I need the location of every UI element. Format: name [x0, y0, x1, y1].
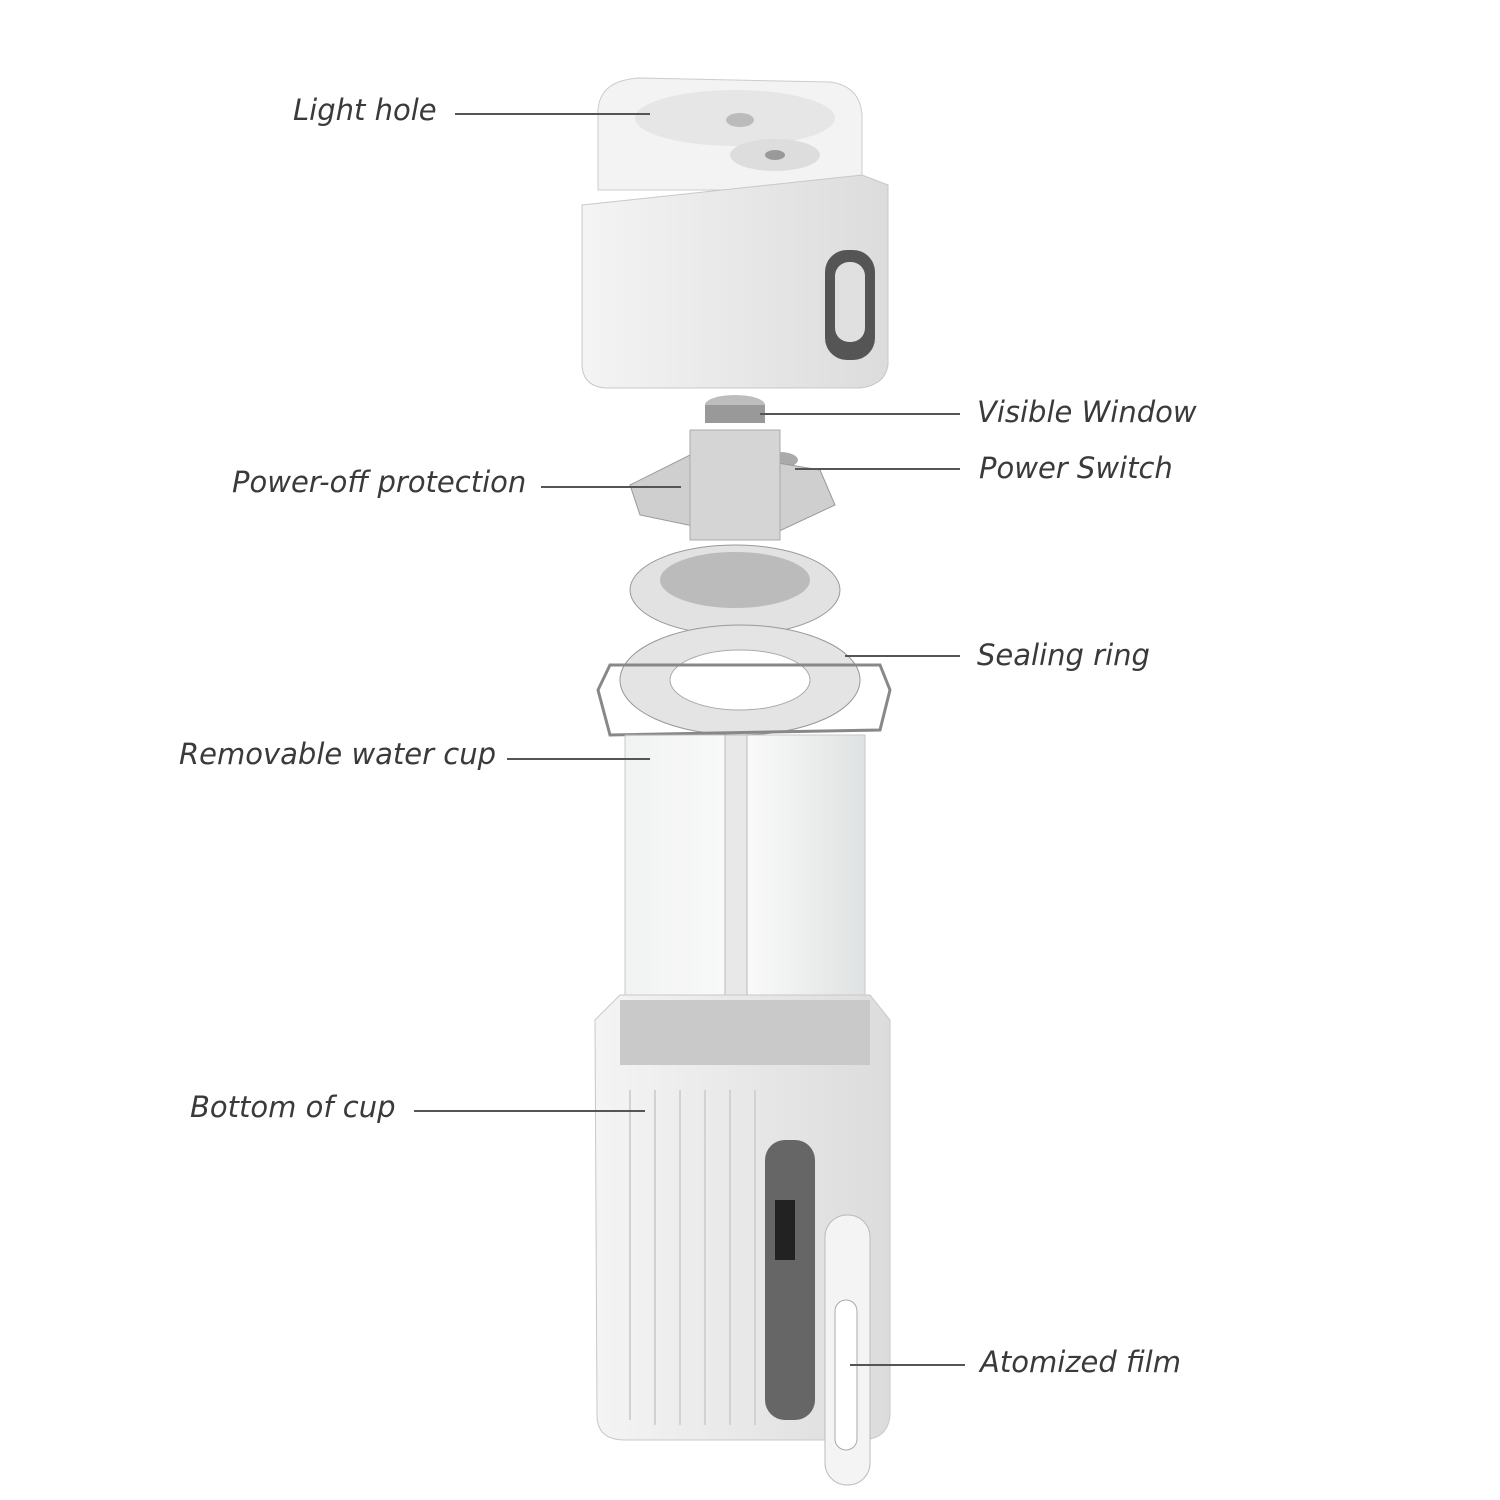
water-cup: [596, 663, 892, 1036]
label-atomized-film: Atomized film: [980, 1345, 1181, 1379]
leader-line-power-off-protection: [541, 486, 681, 488]
top-cap: [581, 77, 889, 389]
label-light-hole: Light hole: [293, 93, 437, 127]
label-sealing-ring: Sealing ring: [977, 638, 1150, 672]
label-power-switch: Power Switch: [979, 451, 1173, 485]
leader-line-light-hole: [455, 113, 650, 115]
leader-line-bottom-of-cup: [414, 1110, 645, 1112]
label-bottom-of-cup: Bottom of cup: [190, 1090, 396, 1124]
leader-line-sealing-ring: [845, 655, 960, 657]
label-power-off-protection: Power-off protection: [232, 465, 527, 499]
leader-line-power-switch: [795, 468, 960, 470]
inner-module: [629, 395, 841, 636]
leader-line-removable-water-cup: [507, 758, 650, 760]
label-removable-water-cup: Removable water cup: [179, 737, 497, 771]
label-visible-window: Visible Window: [977, 395, 1197, 429]
base: [594, 994, 891, 1486]
leader-line-visible-window: [760, 413, 960, 415]
leader-line-atomized-film: [850, 1364, 965, 1366]
sealing-ring: [619, 624, 861, 736]
